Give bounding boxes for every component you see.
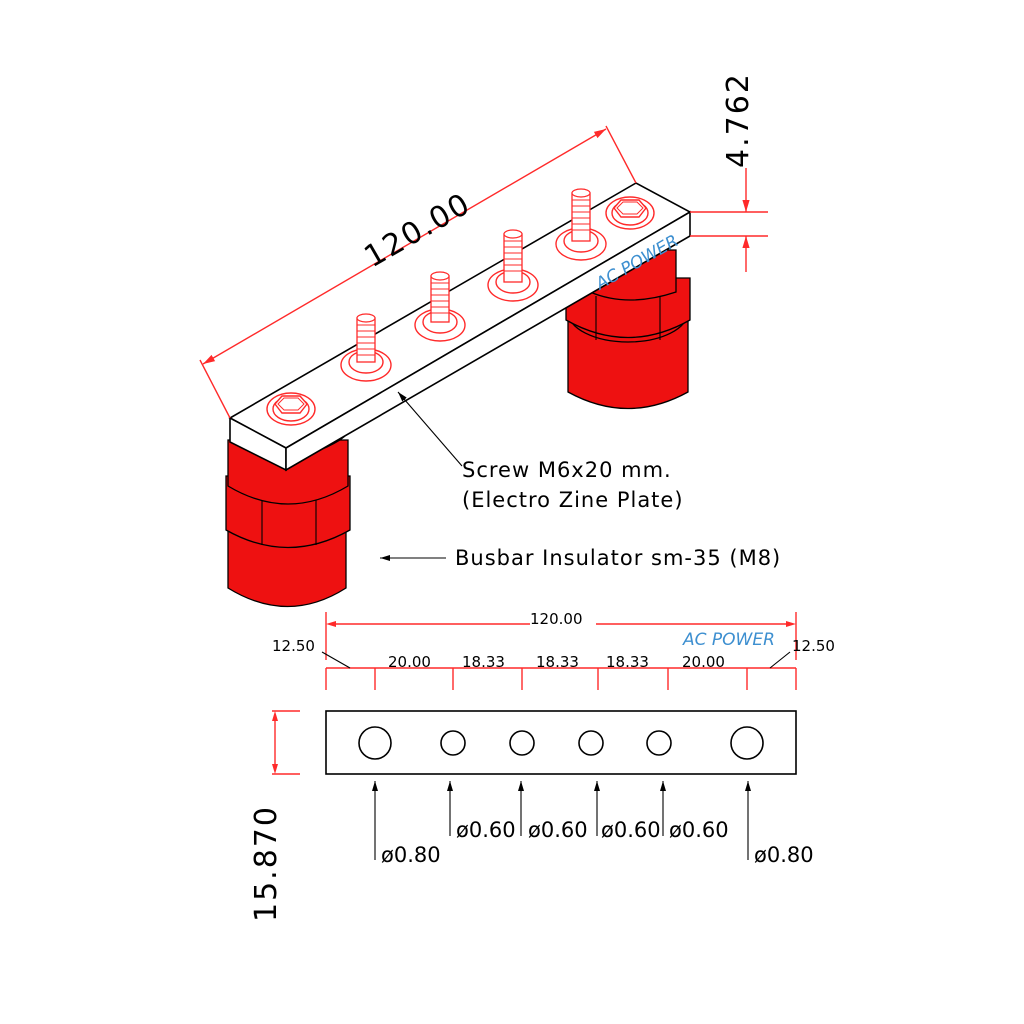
hole-3-diameter: ø0.60: [528, 818, 588, 842]
hole-5: [646, 730, 672, 756]
hex-nut-left: [266, 392, 316, 426]
spacing-label-5: 20.00: [682, 653, 725, 671]
hole-6: [730, 726, 764, 760]
edge-left-label: 12.50: [272, 637, 315, 655]
plan-height-label: 15.870: [249, 805, 284, 922]
hole-4-diameter: ø0.60: [601, 818, 661, 842]
hole-2: [440, 730, 466, 756]
spacing-label-3: 18.33: [536, 653, 579, 671]
hole-callouts: ø0.80 ø0.60 ø0.60 ø0.60 ø0.60 ø0.80: [372, 781, 814, 867]
plan-total-dimension: 120.00: [325, 610, 797, 660]
insulator-note-text: Busbar Insulator sm-35 (M8): [455, 546, 781, 570]
hex-nut-right: [605, 196, 655, 230]
hole-3: [509, 730, 535, 756]
left-insulator: [225, 435, 351, 608]
hole-6-diameter: ø0.80: [754, 843, 814, 867]
isometric-view: AC POWER 120.00 4.762 Screw M6x20 mm. (E…: [199, 72, 781, 608]
hole-1: [358, 726, 392, 760]
iso-thickness-dimension: 4.762: [690, 72, 768, 272]
plan-height-dimension: 15.870: [249, 710, 300, 922]
plan-spacing-dimensions: 12.50 12.50 20.00 18.33 18.33 18.33 20.0…: [272, 637, 835, 690]
screw-note-line1: Screw M6x20 mm.: [462, 458, 672, 482]
screw-note: Screw M6x20 mm. (Electro Zine Plate): [397, 391, 684, 512]
hole-4: [578, 730, 604, 756]
hole-5-diameter: ø0.60: [669, 818, 729, 842]
plan-watermark: AC POWER: [682, 630, 775, 650]
insulator-note: Busbar Insulator sm-35 (M8): [380, 546, 781, 570]
iso-thickness-label: 4.762: [721, 72, 756, 168]
screw-note-line2: (Electro Zine Plate): [462, 488, 684, 512]
hole-1-diameter: ø0.80: [381, 843, 441, 867]
spacing-label-2: 18.33: [462, 653, 505, 671]
edge-right-label: 12.50: [792, 637, 835, 655]
spacing-label-1: 20.00: [388, 653, 431, 671]
busbar-plate: [325, 710, 797, 775]
spacing-label-4: 18.33: [606, 653, 649, 671]
plan-view: 120.00 AC POWER 12.50 12.50 20.00 18.33 …: [249, 610, 835, 922]
iso-length-label: 120.00: [359, 186, 478, 275]
plan-total-label: 120.00: [530, 610, 583, 628]
hole-2-diameter: ø0.60: [456, 818, 516, 842]
